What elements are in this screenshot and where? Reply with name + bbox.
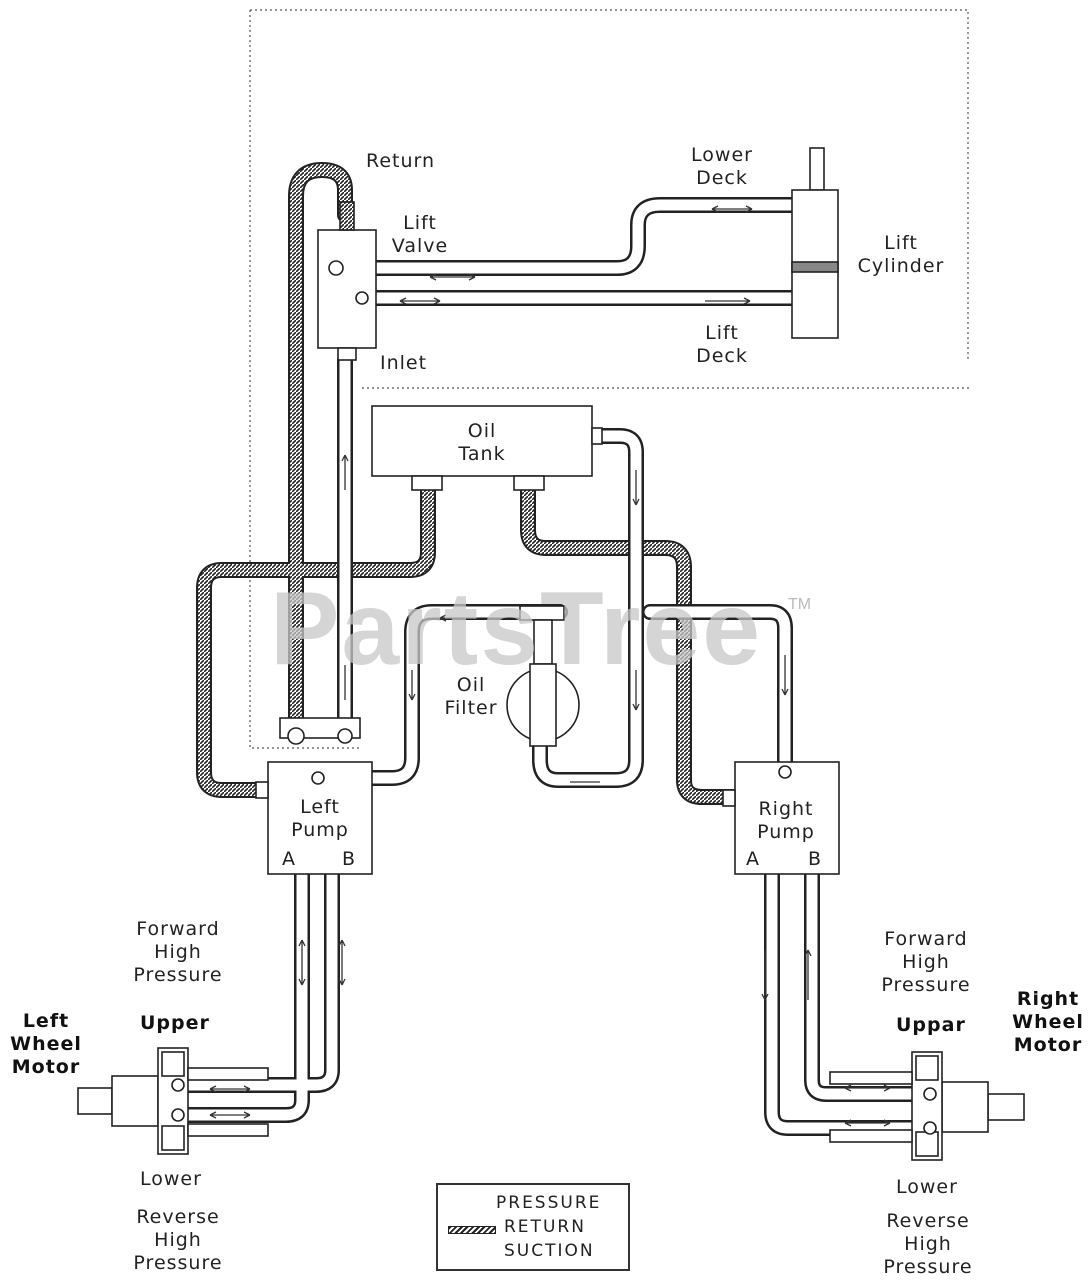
label-upper-left: Upper bbox=[140, 1012, 210, 1034]
legend-suction: SUCTION bbox=[504, 1241, 595, 1261]
label-return: Return bbox=[366, 150, 436, 172]
oil-filter bbox=[506, 605, 580, 747]
right-wheel-motor bbox=[829, 1051, 1025, 1161]
legend-pressure: PRESSURE bbox=[496, 1193, 602, 1213]
flow-arrows bbox=[209, 205, 891, 1127]
right-pump-port-b: B bbox=[808, 848, 823, 870]
left-pump-port-b: B bbox=[342, 848, 357, 870]
label-lower-right: Lower bbox=[896, 1176, 958, 1198]
lift-valve bbox=[317, 201, 377, 361]
right-pump-port-a: A bbox=[746, 848, 760, 870]
oil-tank bbox=[371, 405, 603, 491]
lift-cylinder bbox=[791, 147, 839, 339]
watermark: PartsTree bbox=[270, 571, 763, 687]
legend-return: RETURN bbox=[448, 1217, 623, 1239]
watermark-tm: TM bbox=[788, 596, 812, 613]
legend-return-swatch bbox=[448, 1226, 496, 1234]
legend: PRESSURE RETURN SUCTION bbox=[436, 1183, 630, 1271]
return-lines bbox=[196, 162, 743, 805]
label-lower-left: Lower bbox=[140, 1168, 202, 1190]
left-pump bbox=[255, 717, 373, 875]
lift-system-boundary bbox=[249, 9, 970, 749]
label-inlet: Inlet bbox=[380, 352, 428, 374]
label-upper-right: Uppar bbox=[896, 1014, 966, 1036]
left-pump-port-a: A bbox=[282, 848, 296, 870]
left-wheel-motor bbox=[77, 1047, 269, 1155]
right-pump bbox=[722, 761, 840, 875]
pressure-lines bbox=[170, 197, 920, 1136]
